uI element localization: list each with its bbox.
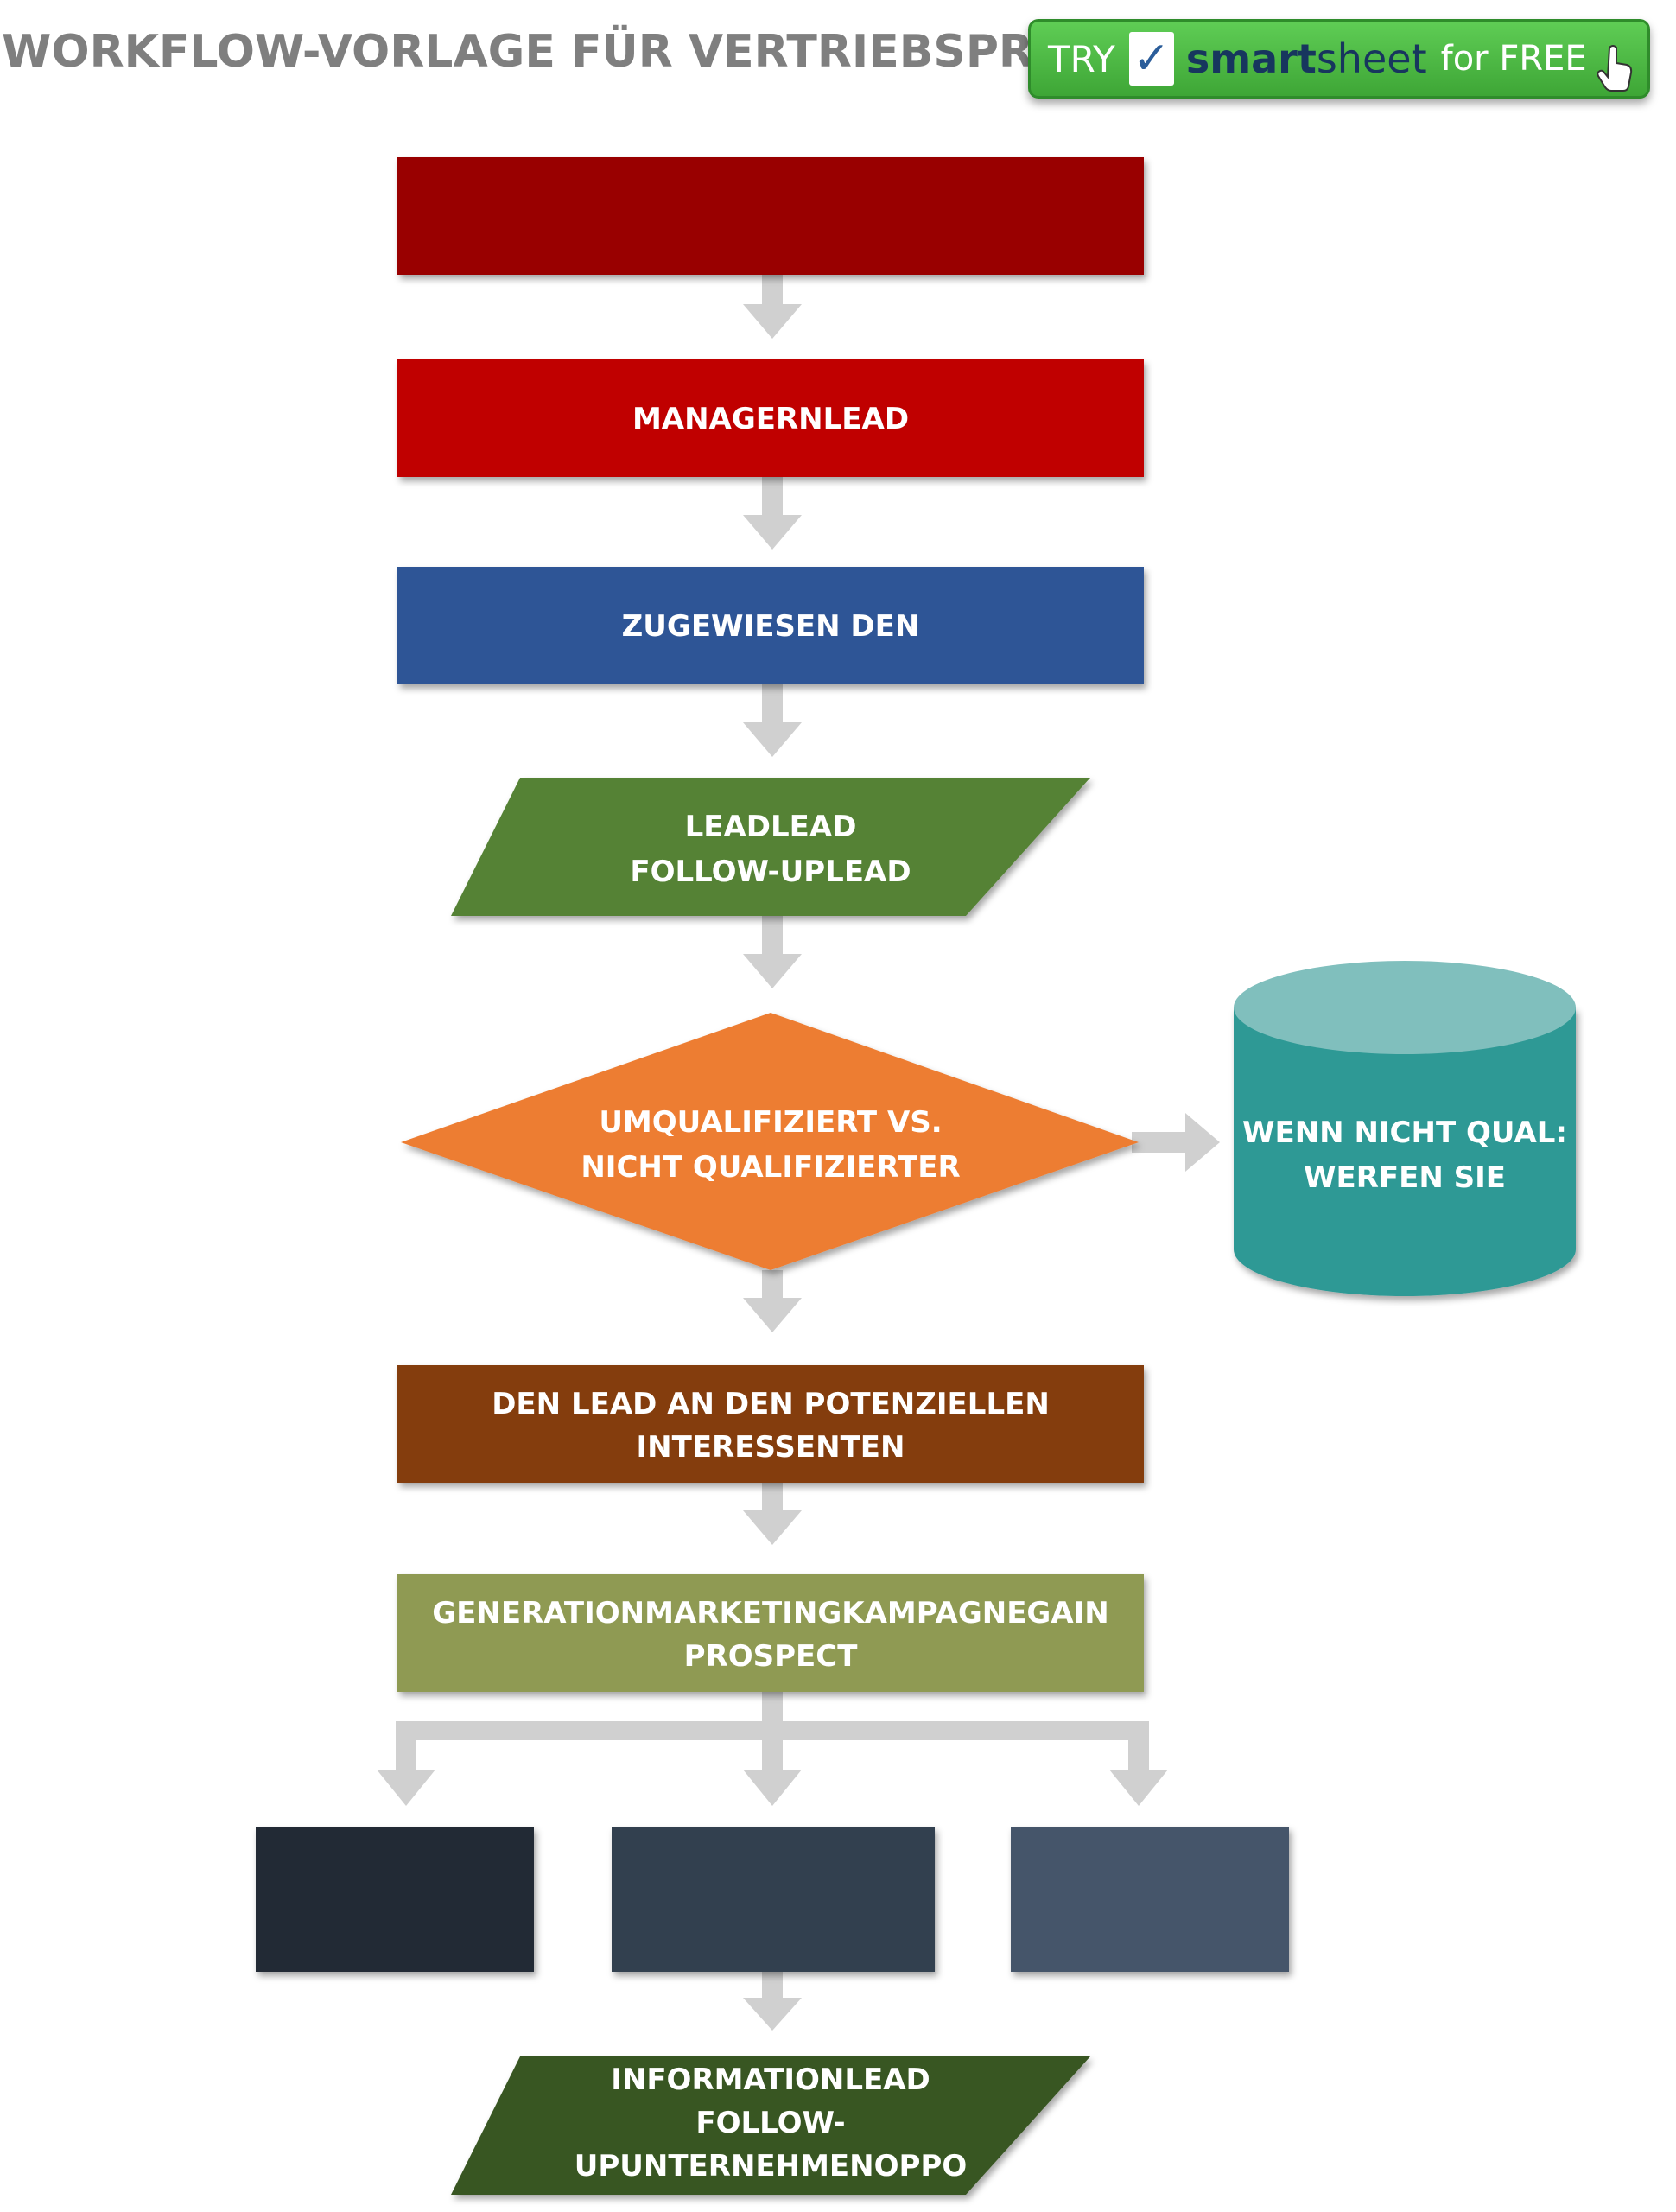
node-qualified-line1: UMQUALIFIZIERT VS. [599, 1105, 942, 1140]
node-qualified-line2: NICHT QUALIFIZIERTER [581, 1150, 960, 1185]
node-branch-a-box [256, 1827, 534, 1972]
connector-arrowhead [1109, 1770, 1168, 1806]
node-branch-c-box [1011, 1827, 1289, 1972]
node-information: INFORMATIONLEAD FOLLOW- UPUNTERNEHMENOPP… [451, 2056, 1090, 2195]
node-start-box [397, 157, 1144, 275]
node-campaign: GENERATIONMARKETINGKAMPAGNEGAIN PROSPECT [397, 1574, 1144, 1692]
node-lead-follow-up: LEADLEAD FOLLOW-UPLEAD [451, 778, 1090, 916]
connector-shaft [762, 1721, 783, 1773]
node-discard-line1: WENN NICHT QUAL: [1242, 1116, 1567, 1150]
cta-try-label: TRY [1048, 37, 1115, 80]
connector-8 [743, 1972, 802, 2031]
node-branch-c [1011, 1827, 1289, 1972]
connector-shaft [762, 916, 783, 959]
connector-shaft [762, 477, 783, 520]
node-assigned: ZUGEWIESEN DEN [397, 567, 1144, 684]
node-information-line1: INFORMATIONLEAD [611, 2063, 930, 2097]
brand-smart: smart [1185, 35, 1317, 82]
node-information-line2: FOLLOW- [695, 2106, 845, 2140]
try-smartsheet-button[interactable]: TRY ✓ smartsheet for FREE [1028, 19, 1650, 99]
connector-arrowhead [743, 515, 802, 550]
connector-arrowhead [1185, 1113, 1220, 1172]
smartsheet-logo: smartsheet [1186, 35, 1427, 82]
checkbox-icon: ✓ [1128, 32, 1174, 86]
node-campaign-line1: GENERATIONMARKETINGKAMPAGNEGAIN [432, 1596, 1109, 1630]
node-lead-follow-up-line2: FOLLOW-UPLEAD [630, 855, 911, 889]
node-to-prospect-box [397, 1365, 1144, 1483]
connector-shaft [1132, 1132, 1190, 1153]
node-information-shape [451, 2056, 1090, 2195]
node-to-prospect: DEN LEAD AN DEN POTENZIELLEN INTERESSENT… [397, 1365, 1144, 1483]
node-information-line3: UPUNTERNEHMENOPPO [575, 2149, 967, 2183]
connectors [377, 275, 1220, 2031]
node-to-prospect-line1: DEN LEAD AN DEN POTENZIELLEN [492, 1387, 1050, 1421]
connector-arrowhead [377, 1770, 435, 1806]
node-discard: WENN NICHT QUAL: WERFEN SIE [1234, 961, 1576, 1296]
connector-shaft [1128, 1721, 1149, 1773]
connector-shaft [396, 1721, 416, 1773]
node-manager-lead-label: MANAGERNLEAD [632, 402, 909, 436]
node-to-prospect-line2: INTERESSENTEN [637, 1430, 905, 1465]
node-campaign-box [397, 1574, 1144, 1692]
connector-branch [377, 1692, 1168, 1806]
connector-arrowhead [743, 722, 802, 757]
cta-for-free-label: for FREE [1440, 39, 1587, 79]
node-campaign-line2: PROSPECT [684, 1639, 859, 1674]
connector-arrowhead [743, 1998, 802, 2031]
node-lead-follow-up-line1: LEADLEAD [685, 810, 857, 844]
connector-arrowhead [743, 1770, 802, 1806]
hand-pointer-icon [1597, 45, 1633, 92]
node-discard-cylinder-top [1234, 961, 1576, 1054]
connector-shaft [762, 275, 783, 308]
connector-arrowhead [743, 954, 802, 988]
connector-6 [743, 1270, 802, 1332]
node-branch-b-box [612, 1827, 935, 1972]
node-lead-follow-up-shape [451, 778, 1090, 916]
connector-7 [743, 1483, 802, 1545]
node-qualified-decision-shape [401, 1013, 1139, 1270]
connector-arrowhead [743, 1510, 802, 1545]
connector-shaft [762, 1483, 783, 1516]
node-discard-cylinder [1234, 1007, 1576, 1296]
connector-shaft [762, 684, 783, 728]
connector-4 [743, 916, 802, 988]
connector-shaft [762, 1270, 783, 1303]
connector-3 [743, 684, 802, 757]
node-manager-lead: MANAGERNLEAD [397, 359, 1144, 477]
node-manager-lead-box [397, 359, 1144, 477]
connector-arrowhead [743, 1298, 802, 1332]
connector-2 [743, 477, 802, 550]
connector-1 [743, 275, 802, 339]
node-assigned-box [397, 567, 1144, 684]
connector-arrowhead [743, 304, 802, 339]
node-qualified-decision: UMQUALIFIZIERT VS. NICHT QUALIFIZIERTER [401, 1013, 1139, 1270]
node-branch-b [612, 1827, 935, 1972]
node-branch-a [256, 1827, 534, 1972]
brand-sheet: sheet [1316, 35, 1427, 82]
node-start [397, 157, 1144, 275]
node-discard-line2: WERFEN SIE [1304, 1160, 1506, 1195]
node-assigned-label: ZUGEWIESEN DEN [622, 609, 920, 644]
page-title: WORKFLOW-VORLAGE FÜR VERTRIEBSPROZES [2, 26, 1167, 78]
connector-5 [1132, 1113, 1220, 1172]
